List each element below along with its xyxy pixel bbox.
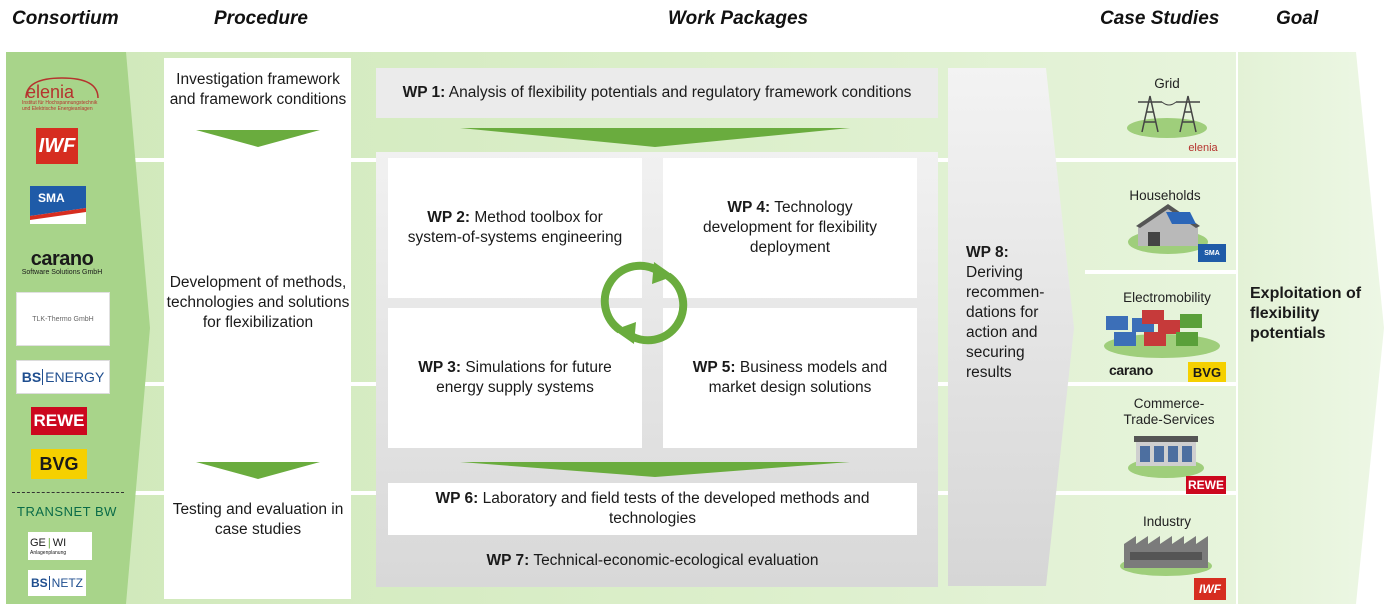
wp1-id: WP 1: xyxy=(402,84,446,101)
wp3-id: WP 3: xyxy=(418,359,461,376)
header-case-studies: Case Studies xyxy=(1100,8,1220,29)
bvg-logo: BVG xyxy=(31,449,87,479)
electromobility-carano-logo: carano xyxy=(1108,362,1154,378)
wp5-text: Business models and market design soluti… xyxy=(708,359,888,396)
header-procedure: Procedure xyxy=(214,8,308,29)
case-study-grid-label: Grid xyxy=(1154,76,1180,91)
wp1-text: Analysis of flexibility potentials and r… xyxy=(448,84,912,101)
wp3-box: WP 3: Simulations for future energy supp… xyxy=(388,308,642,448)
cycle-arrows-icon xyxy=(600,261,688,345)
sma-logo: SMA xyxy=(30,186,86,224)
goal-text: Exploitation of flexibility potentials xyxy=(1250,285,1362,342)
rewe-logo: REWE xyxy=(31,407,87,435)
gewi-logo: GE|WI Anlagenplanung xyxy=(28,532,92,560)
wp6-box: WP 6: Laboratory and field tests of the … xyxy=(388,483,917,535)
carano-logo: carano Software Solutions GmbH xyxy=(21,248,103,276)
households-sma-logo: SMA xyxy=(1198,244,1226,262)
header-goal: Goal xyxy=(1276,8,1319,29)
iwf-logo: IWF xyxy=(36,128,78,164)
wp5-box: WP 5: Business models and market design … xyxy=(663,308,917,448)
wp8-text: Deriving recommen-dations for action and… xyxy=(966,264,1045,381)
svg-text:elenia: elenia xyxy=(26,82,75,100)
elenia-subtitle: Institut für Hochspannungstechnik und El… xyxy=(22,100,98,112)
wp-arrow-top xyxy=(460,128,850,147)
wp4-box: WP 4: Technology development for flexibi… xyxy=(663,158,917,298)
header-consortium: Consortium xyxy=(12,8,119,29)
wp4-text: Technology development for flexibility d… xyxy=(702,199,878,256)
procedure-arrow-2 xyxy=(196,462,320,479)
procedure-step-investigation: Investigation framework and framework co… xyxy=(169,71,347,108)
svg-text:SMA: SMA xyxy=(38,191,65,205)
transmission-tower-icon xyxy=(1127,95,1207,138)
transnet-bw-logo: TRANSNET BW xyxy=(17,503,117,519)
wp4-id: WP 4: xyxy=(727,199,771,216)
industry-iwf-logo: IWF xyxy=(1194,578,1226,600)
elenia-logo: elenia Institut für Hochspannungstechnik… xyxy=(22,74,102,112)
wp1-box: WP 1: Analysis of flexibility potentials… xyxy=(386,72,928,114)
wp6-text: Laboratory and field tests of the develo… xyxy=(482,490,870,527)
shop-icon xyxy=(1128,436,1204,478)
house-solar-icon xyxy=(1128,204,1208,254)
procedure-arrow-1 xyxy=(196,130,320,147)
header-work-packages: Work Packages xyxy=(668,8,809,29)
consortium-divider xyxy=(12,492,124,493)
wp8-box: WP 8: Deriving recommen-dations for acti… xyxy=(966,243,1058,383)
wp5-id: WP 5: xyxy=(692,359,736,376)
wp2-box: WP 2: Method toolbox for system-of-syste… xyxy=(388,158,642,298)
wp2-text: Method toolbox for system-of-systems eng… xyxy=(407,209,623,246)
wp6-id: WP 6: xyxy=(435,490,479,507)
wp2-id: WP 2: xyxy=(427,209,471,226)
case-study-households-label: Households xyxy=(1129,188,1201,203)
commerce-rewe-logo: REWE xyxy=(1186,476,1226,494)
procedure-step-testing: Testing and evaluation in case studies xyxy=(172,501,344,538)
wp7-text: Technical-economic-ecological evaluation xyxy=(533,552,819,569)
case-study-electromobility-label: Electromobility xyxy=(1123,290,1211,305)
grid-elenia-logo: elenia xyxy=(1188,142,1218,154)
wp3-text: Simulations for future energy supply sys… xyxy=(436,359,612,396)
wp-arrow-bottom xyxy=(460,462,850,477)
electric-cars-icon xyxy=(1104,310,1220,358)
case-study-industry-label: Industry xyxy=(1142,514,1192,529)
electromobility-bvg-logo: BVG xyxy=(1188,362,1226,382)
case-study-commerce-label: Commerce-Trade-Services xyxy=(1123,396,1215,427)
procedure-step-development: Development of methods, technologies and… xyxy=(166,274,350,331)
procedure-column xyxy=(164,58,351,599)
factory-icon xyxy=(1120,536,1212,576)
wp8-id: WP 8: xyxy=(966,244,1009,261)
tlk-logo: TLK-Thermo GmbH xyxy=(16,292,110,346)
wp7-label: WP 7: Technical-economic-ecological eval… xyxy=(388,548,917,574)
wp7-id: WP 7: xyxy=(486,552,530,569)
